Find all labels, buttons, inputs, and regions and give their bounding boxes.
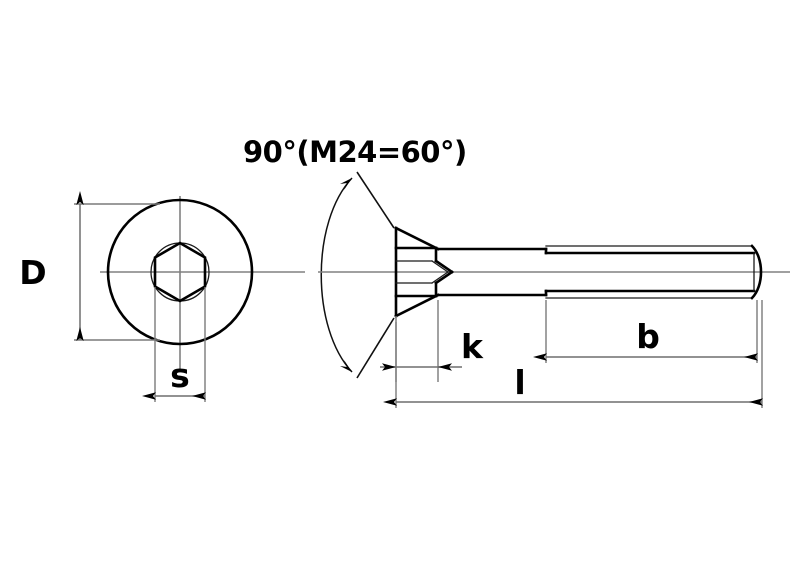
- side-view-group: [318, 226, 790, 318]
- dimension-label-D: D: [19, 253, 46, 292]
- angle-leader-upper: [356, 171, 395, 229]
- angle-leader-lower: [356, 317, 395, 379]
- dimension-b-group: b: [533, 300, 758, 363]
- socket-cone-lower: [434, 270, 454, 285]
- dimension-label-l: l: [514, 363, 525, 402]
- head-chamfer-upper: [394, 226, 440, 251]
- countersink-angle-note: 90°(M24=60°): [243, 135, 467, 169]
- hexagon-socket-shape: [153, 241, 207, 303]
- angle-arc-arrowhead-bottom: [340, 360, 352, 372]
- countersink-angle-indicator: [320, 171, 395, 379]
- screw-tip-end: [750, 244, 763, 300]
- socket-cone-upper: [434, 259, 454, 274]
- dimension-D-group: D: [19, 191, 160, 341]
- end-view-group: [100, 196, 305, 370]
- head-outer-circle: [106, 198, 254, 346]
- socket-cone-edge-lower: [431, 271, 449, 284]
- k-arrowhead-left: [382, 363, 396, 371]
- dimension-label-b: b: [636, 317, 660, 356]
- dimension-label-k: k: [461, 327, 484, 366]
- angle-arc-arrowhead-top: [340, 178, 352, 190]
- angle-arc: [320, 177, 353, 373]
- k-arrowhead-right: [438, 363, 452, 371]
- head-chamfer-lower: [394, 293, 440, 318]
- dimension-l-group: l: [383, 300, 763, 408]
- dimension-label-s: s: [170, 356, 190, 395]
- dimension-s-group: s: [142, 287, 206, 402]
- socket-cone-edge-upper: [431, 260, 449, 273]
